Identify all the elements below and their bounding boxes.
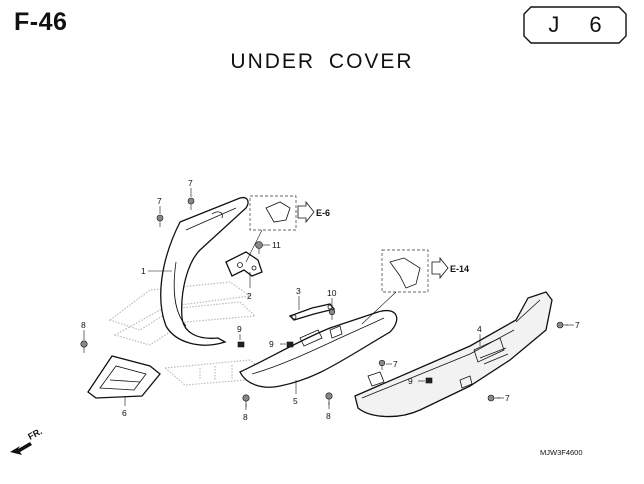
callout-7a: 7 bbox=[188, 178, 193, 188]
callout-8b: 8 bbox=[243, 412, 248, 422]
callout-9c: 9 bbox=[408, 376, 413, 386]
section-badge-label: J 6 bbox=[548, 12, 614, 37]
bolt-8b-icon bbox=[242, 394, 250, 407]
callout-1: 1 bbox=[141, 266, 146, 276]
reference-box-e14 bbox=[361, 249, 449, 325]
callout-2: 2 bbox=[247, 291, 252, 301]
part-front-lower-cover bbox=[160, 196, 249, 346]
bolt-7d-icon bbox=[556, 321, 568, 329]
callout-7d: 7 bbox=[575, 320, 580, 330]
callout-8a: 8 bbox=[81, 320, 86, 330]
section-badge-frame bbox=[523, 6, 627, 44]
bolt-7c-icon bbox=[378, 359, 386, 370]
callout-8c: 8 bbox=[326, 411, 331, 421]
part-stay bbox=[288, 303, 336, 321]
reference-label-e6: E-6 bbox=[316, 208, 330, 218]
callout-9a: 9 bbox=[237, 324, 242, 334]
bolt-8a-icon bbox=[80, 340, 88, 353]
bolt-10-icon bbox=[328, 308, 336, 320]
callout-7e: 7 bbox=[505, 393, 510, 403]
part-bracket bbox=[225, 251, 263, 277]
callout-9b: 9 bbox=[269, 339, 274, 349]
front-direction-arrow-icon: FR. bbox=[10, 426, 44, 455]
leader-lines bbox=[83, 188, 574, 410]
clip-9a-icon bbox=[237, 341, 245, 348]
drawing-code: MJW3F4600 bbox=[540, 448, 583, 457]
part-under-cover-center bbox=[239, 309, 398, 388]
clip-9c-icon bbox=[425, 377, 433, 384]
callout-6: 6 bbox=[122, 408, 127, 418]
part-front-cover-piece bbox=[87, 355, 161, 399]
callout-4: 4 bbox=[477, 324, 482, 334]
callout-7c: 7 bbox=[393, 359, 398, 369]
callout-3: 3 bbox=[296, 286, 301, 296]
callout-labels: 7 7 1 2 11 3 10 9 9 4 5 6 8 8 8 7 9 7 7 bbox=[81, 178, 580, 422]
fastener-group bbox=[80, 197, 568, 407]
diagram-title: UNDER COVER bbox=[230, 50, 414, 73]
bolt-8c-icon bbox=[325, 392, 333, 405]
callout-5: 5 bbox=[293, 396, 298, 406]
callout-10: 10 bbox=[327, 288, 337, 298]
figure-code: F-46 bbox=[14, 8, 68, 36]
bolt-7a-icon bbox=[187, 197, 195, 210]
callout-7b: 7 bbox=[157, 196, 162, 206]
section-badge: J 6 bbox=[523, 6, 627, 44]
clip-9b-icon bbox=[286, 341, 294, 348]
callout-11: 11 bbox=[272, 240, 281, 250]
part-under-cover-right bbox=[354, 291, 553, 418]
bolt-7b-icon bbox=[156, 214, 164, 227]
front-direction-label: FR. bbox=[26, 426, 43, 442]
reference-box-e6 bbox=[245, 195, 315, 263]
bolt-11-icon bbox=[255, 241, 263, 254]
reference-label-e14: E-14 bbox=[450, 264, 469, 274]
